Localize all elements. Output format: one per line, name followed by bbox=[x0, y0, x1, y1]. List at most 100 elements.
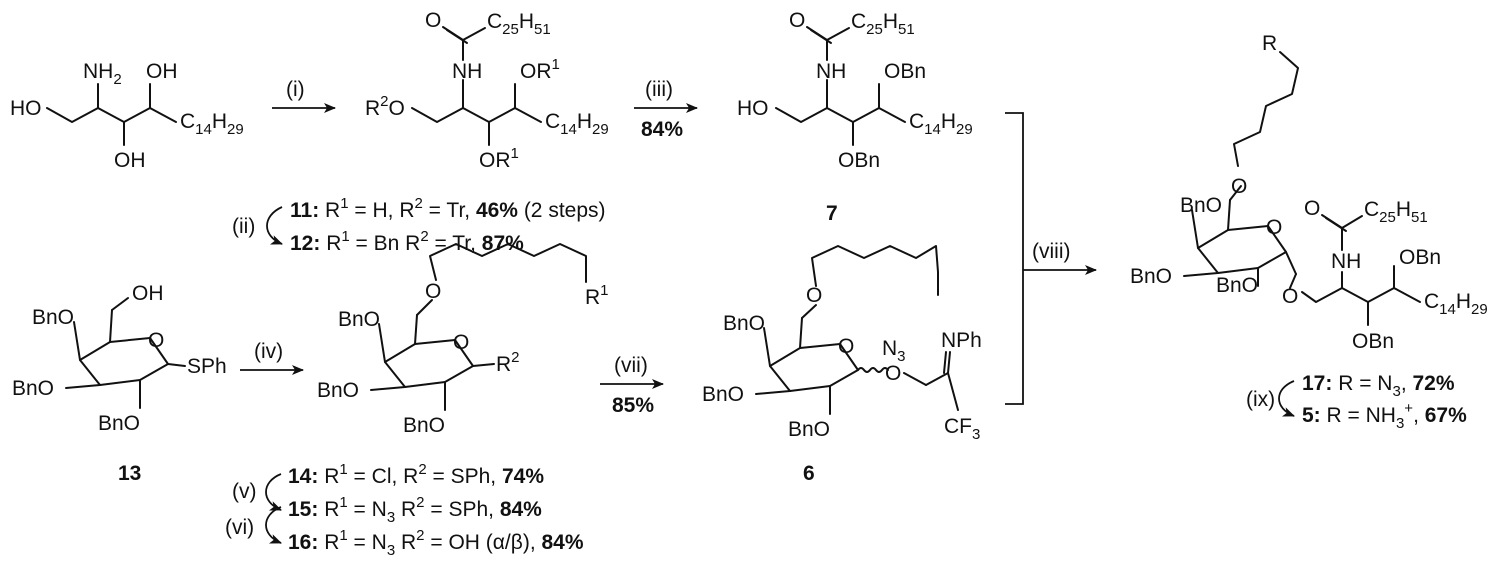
arrow-viii-label: (viii) bbox=[1032, 240, 1070, 263]
svg-text:BnO: BnO bbox=[1180, 194, 1222, 217]
svg-text:O: O bbox=[838, 335, 854, 358]
arrow-ix bbox=[1278, 380, 1295, 417]
compound-7-number: 7 bbox=[826, 202, 838, 225]
svg-text:O: O bbox=[1266, 216, 1282, 239]
arrow-ix-label: (ix) bbox=[1246, 388, 1275, 411]
c11-or1-top: OR bbox=[520, 60, 552, 83]
svg-text:N3: N3 bbox=[882, 337, 906, 365]
svg-text:BnO: BnO bbox=[1130, 265, 1172, 288]
label-5: 5: R = NH3+, 67% bbox=[1302, 400, 1467, 432]
compound-17-structure: R O O BnO BnO BnO O NH O C25H51 OBn OBn … bbox=[1130, 32, 1488, 353]
svg-text:BnO: BnO bbox=[338, 308, 380, 331]
arrow-iii: (iii) 84% bbox=[634, 78, 698, 141]
c13-bno-top: BnO bbox=[32, 306, 74, 329]
svg-text:NH: NH bbox=[1331, 250, 1361, 273]
c7-nh-label: NH bbox=[816, 60, 846, 83]
svg-text:O: O bbox=[806, 284, 822, 307]
arrow-i-label: (i) bbox=[286, 78, 305, 101]
sm-c14-label: C bbox=[180, 110, 195, 133]
arrow-v bbox=[265, 473, 282, 511]
c14-r1-label: R1 bbox=[585, 282, 609, 309]
starting-material-structure: HO NH2 OH OH C14H29 bbox=[10, 60, 244, 172]
label-17: 17: R = N3, 72% bbox=[1302, 372, 1455, 400]
c11-carbonyl-o: O bbox=[425, 9, 441, 32]
c6-azide-label: N bbox=[882, 337, 897, 360]
arrow-vii-label: (vii) bbox=[614, 354, 648, 377]
sm-oh-bottom: OH bbox=[114, 149, 146, 172]
svg-text:OR1: OR1 bbox=[520, 56, 560, 83]
svg-text:OR1: OR1 bbox=[479, 145, 519, 172]
svg-text:R2O: R2O bbox=[365, 93, 405, 120]
c11-nh-label: NH bbox=[452, 60, 482, 83]
compound-14-16-structure: BnO BnO BnO O O R1 R2 bbox=[317, 243, 609, 437]
svg-text:C14H29: C14H29 bbox=[180, 110, 244, 138]
svg-text:CF3: CF3 bbox=[944, 415, 980, 443]
sm-nh2-label: NH bbox=[83, 60, 113, 83]
svg-text:BnO: BnO bbox=[788, 418, 830, 441]
svg-text:C14H29: C14H29 bbox=[1424, 290, 1488, 318]
c13-sph-label: SPh bbox=[187, 355, 227, 378]
svg-text:O: O bbox=[1282, 285, 1298, 308]
c7-ho-label: HO bbox=[737, 97, 769, 120]
arrow-iv-label: (iv) bbox=[254, 340, 283, 363]
c14-r2-label: R2 bbox=[496, 349, 520, 376]
svg-text:O: O bbox=[425, 280, 441, 303]
svg-text:BnO: BnO bbox=[702, 383, 744, 406]
arrow-iv: (iv) bbox=[240, 340, 304, 375]
svg-text:O: O bbox=[1304, 197, 1320, 220]
arrow-viii: (viii) bbox=[1005, 112, 1097, 405]
compound-14-16-labels: 14: R1 = Cl, R2 = SPh, 74% 15: R1 = N3 R… bbox=[225, 461, 584, 559]
label-12: 12: R1 = Bn R2 = Tr, 87% bbox=[290, 228, 524, 255]
svg-text:O: O bbox=[453, 331, 469, 354]
svg-text:BnO: BnO bbox=[723, 312, 765, 335]
compound-17-5-labels: 17: R = N3, 72% 5: R = NH3+, 67% (ix) bbox=[1246, 372, 1467, 432]
c7-obn-top: OBn bbox=[884, 60, 926, 83]
svg-text:C14H29: C14H29 bbox=[909, 110, 973, 138]
c6-cf3-label: CF bbox=[944, 415, 972, 438]
svg-text:OBn: OBn bbox=[1399, 246, 1441, 269]
c13-oh-label: OH bbox=[132, 282, 164, 305]
compound-13-number: 13 bbox=[118, 462, 141, 485]
label-11: 11: R1 = H, R2 = Tr, 46% (2 steps) bbox=[290, 195, 606, 222]
svg-text:O: O bbox=[1231, 175, 1247, 198]
c6-anomeric-o: O bbox=[885, 362, 901, 385]
svg-text:BnO: BnO bbox=[317, 379, 359, 402]
label-16: 16: R1 = N3 R2 = OH (α/β), 84% bbox=[288, 527, 584, 559]
label-15: 15: R1 = N3 R2 = SPh, 84% bbox=[288, 494, 542, 526]
c17-r-label: R bbox=[1262, 32, 1277, 55]
svg-text:C25H51: C25H51 bbox=[1364, 198, 1428, 226]
compound-11-12-structure: R2O NH O C25H51 OR1 OR1 C14H29 bbox=[365, 9, 609, 172]
svg-text:NH2: NH2 bbox=[83, 60, 122, 88]
arrow-vi-label: (vi) bbox=[225, 516, 254, 539]
svg-text:BnO: BnO bbox=[403, 414, 445, 437]
c13-bno-left: BnO bbox=[12, 377, 54, 400]
c11-acyl-chain: C bbox=[487, 10, 502, 33]
c11-r2o-label: R bbox=[365, 97, 380, 120]
c11-or1-bottom: OR bbox=[479, 149, 511, 172]
c13-bno-bottom: BnO bbox=[98, 412, 140, 435]
c6-nph-label: NPh bbox=[941, 329, 982, 352]
svg-text:O: O bbox=[789, 9, 805, 32]
compound-6-number: 6 bbox=[803, 462, 815, 485]
svg-text:OBn: OBn bbox=[1352, 330, 1394, 353]
compound-6-structure: BnO BnO BnO O O O N3 NPh CF3 6 bbox=[702, 245, 982, 485]
arrow-v-label: (v) bbox=[232, 480, 257, 503]
svg-text:C25H51: C25H51 bbox=[851, 10, 915, 38]
arrow-ii-label: (ii) bbox=[232, 215, 255, 238]
arrow-vii-yield: 85% bbox=[612, 394, 654, 417]
compound-13-structure: BnO BnO BnO OH O SPh 13 bbox=[12, 282, 227, 485]
arrow-iii-label: (iii) bbox=[645, 78, 673, 101]
compound-7-structure: HO NH O C25H51 OBn OBn C14H29 7 bbox=[737, 9, 973, 225]
c7-obn-bottom: OBn bbox=[838, 149, 880, 172]
sm-ho-label: HO bbox=[10, 97, 42, 120]
arrow-vi bbox=[265, 506, 282, 544]
arrow-iii-yield: 84% bbox=[641, 118, 683, 141]
compound-11-12-labels: 11: R1 = H, R2 = Tr, 46% (2 steps) 12: R… bbox=[232, 195, 606, 255]
arrow-ii bbox=[266, 206, 283, 245]
svg-text:C14H29: C14H29 bbox=[545, 110, 609, 138]
svg-text:C25H51: C25H51 bbox=[487, 10, 551, 38]
label-14: 14: R1 = Cl, R2 = SPh, 74% bbox=[288, 461, 544, 488]
svg-text:O: O bbox=[148, 329, 164, 352]
sm-oh-top: OH bbox=[146, 60, 178, 83]
